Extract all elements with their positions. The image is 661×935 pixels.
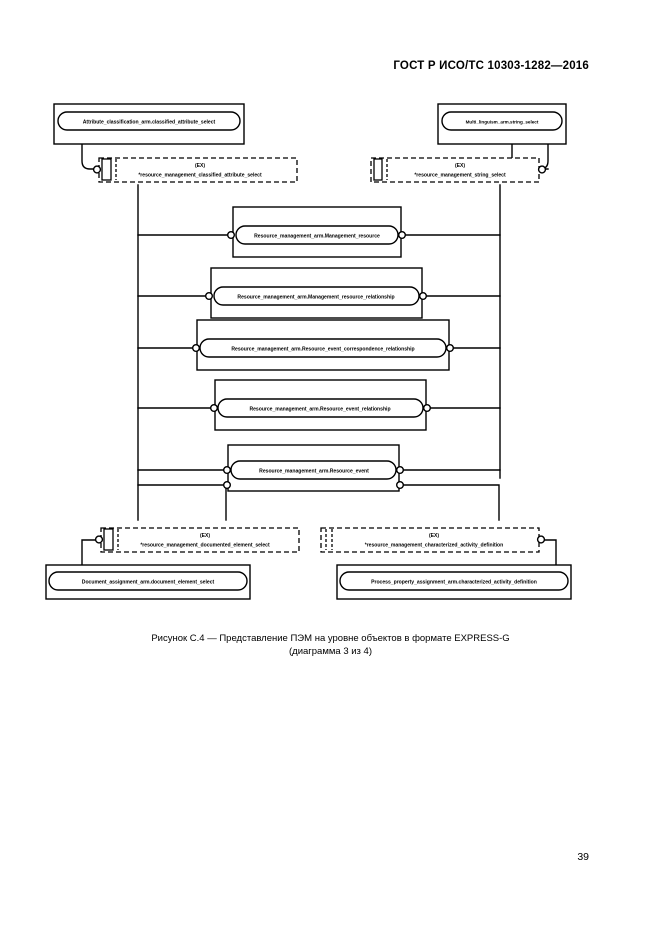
node-label: *resource_management_characterized_activ… xyxy=(365,543,504,549)
connector-circle-left-lower xyxy=(222,481,231,490)
node-rm-string-select[interactable]: (EX) *resource_management_string_select xyxy=(370,157,547,183)
node-attribute-classification-select[interactable]: Attribute_classification_arm.classified_… xyxy=(53,103,245,145)
node-label: Resource_management_arm.Resource_event_c… xyxy=(231,346,414,352)
document-header-standard-number: ГОСТ Р ИСО/ТС 10303-1282—2016 xyxy=(393,60,589,72)
connector-circle xyxy=(94,535,104,544)
node-rm-classified-attribute-select[interactable]: (EX) *resource_management_classified_att… xyxy=(92,157,298,183)
node-label: Resource_management_arm.Management_resou… xyxy=(237,294,394,300)
node-label: Multi_linguism_arm.string_select xyxy=(466,119,539,124)
connector-circle-left xyxy=(191,343,200,352)
left-stub xyxy=(101,158,112,181)
node-resource-event[interactable]: Resource_management_arm.Resource_event xyxy=(222,444,405,492)
node-label: Resource_management_arm.Management_resou… xyxy=(254,233,380,239)
node-resource-event-relationship[interactable]: Resource_management_arm.Resource_event_r… xyxy=(209,379,432,431)
rounded-entity-shape xyxy=(199,338,447,358)
node-label: Attribute_classification_arm.classified_… xyxy=(83,120,216,126)
rounded-select-shape xyxy=(441,111,563,131)
dashed-frame xyxy=(370,157,540,183)
node-management-resource-relationship[interactable]: Resource_management_arm.Management_resou… xyxy=(204,267,428,319)
node-rm-documented-element-select[interactable]: (EX) *resource_management_documented_ele… xyxy=(94,527,300,553)
node-management-resource[interactable]: Resource_management_arm.Management_resou… xyxy=(226,206,407,258)
left-stub xyxy=(373,158,383,181)
connector-circle xyxy=(536,535,546,544)
figure-caption-line-1: Рисунок С.4 — Представление ПЭМ на уровн… xyxy=(151,633,510,644)
node-rm-characterized-activity-definition[interactable]: (EX) *resource_management_characterized_… xyxy=(320,527,546,553)
node-label: Resource_management_arm.Resource_event xyxy=(259,468,369,474)
node-document-assignment-select[interactable]: Document_assignment_arm.document_element… xyxy=(45,564,251,600)
connector-circle-left xyxy=(209,404,218,413)
node-label: Resource_management_arm.Resource_event_r… xyxy=(249,406,390,412)
ex-tag: (EX) xyxy=(455,163,465,169)
figure-caption: Рисунок С.4 — Представление ПЭМ на уровн… xyxy=(0,632,661,658)
page-number: 39 xyxy=(577,851,589,863)
connector-circle-right-lower xyxy=(396,481,405,490)
ex-tag: (EX) xyxy=(195,163,205,169)
dashed-frame xyxy=(320,527,540,553)
connector-circle-right xyxy=(396,466,405,475)
rounded-select-shape xyxy=(48,571,248,591)
ex-tag: (EX) xyxy=(200,533,210,539)
node-label: *resource_management_documented_element_… xyxy=(140,543,270,549)
node-label: *resource_management_string_select xyxy=(414,173,506,179)
node-label: *resource_management_classified_attribut… xyxy=(138,173,262,179)
connector-circle-right xyxy=(446,343,455,352)
connector-circle-right xyxy=(419,291,428,300)
figure-caption-line-2: (диаграмма 3 из 4) xyxy=(289,646,372,657)
connector-circle xyxy=(537,165,547,174)
rounded-entity-shape xyxy=(217,398,424,418)
rounded-entity-shape xyxy=(230,460,397,480)
connector-circle-left xyxy=(226,230,235,239)
rounded-entity-shape xyxy=(213,286,420,306)
dashed-frame xyxy=(100,527,300,553)
connector-circle-right xyxy=(423,404,432,413)
node-multi-linguism-string-select[interactable]: Multi_linguism_arm.string_select xyxy=(437,103,567,145)
ex-tag: (EX) xyxy=(429,533,439,539)
rounded-entity-shape xyxy=(235,225,399,245)
rounded-select-shape xyxy=(339,571,569,591)
express-g-diagram: Attribute_classification_arm.classified_… xyxy=(0,95,661,615)
node-resource-event-correspondence-relationship[interactable]: Resource_management_arm.Resource_event_c… xyxy=(191,319,455,371)
node-process-property-assignment-definition[interactable]: Process_property_assignment_arm.characte… xyxy=(336,564,572,600)
connector-circle-right xyxy=(398,230,407,239)
connector-circle-left xyxy=(204,291,213,300)
node-label: Process_property_assignment_arm.characte… xyxy=(371,579,537,585)
connector-circle xyxy=(92,165,102,174)
connector-circle-left xyxy=(222,466,231,475)
node-label: Document_assignment_arm.document_element… xyxy=(82,579,215,585)
rounded-select-shape xyxy=(57,111,241,131)
left-stub xyxy=(103,528,114,551)
